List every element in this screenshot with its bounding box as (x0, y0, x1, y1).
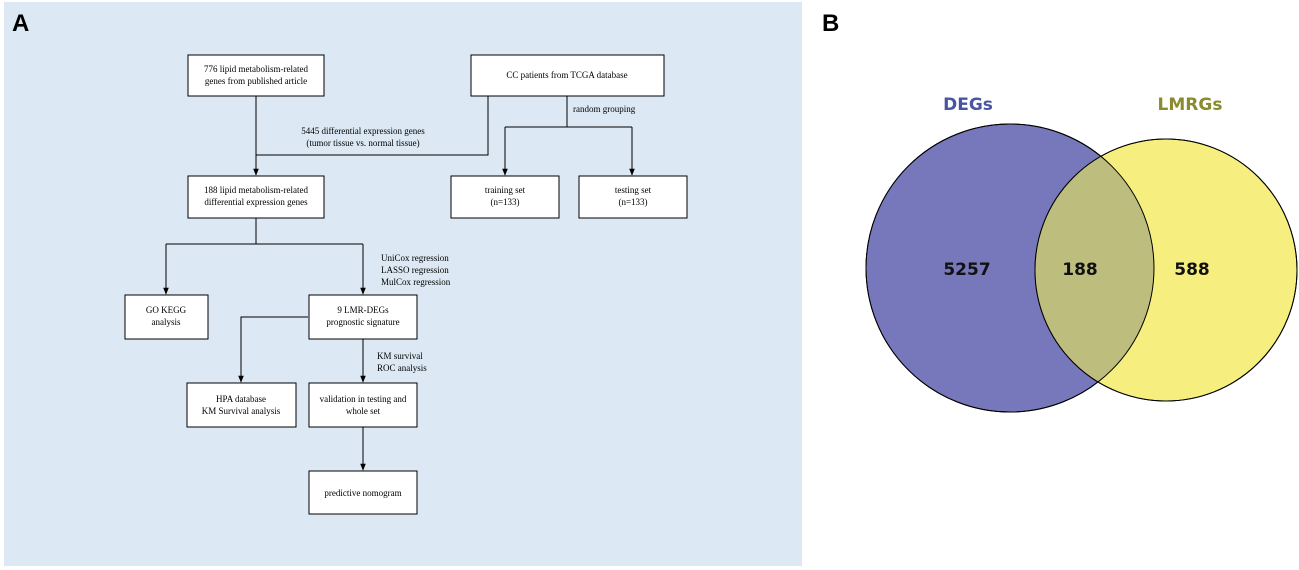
svg-text:predictive nomogram: predictive nomogram (324, 488, 401, 498)
venn-count-lmrgs-only: 588 (1174, 260, 1210, 280)
venn-intersection (1035, 139, 1154, 401)
box-go-kegg: GO KEGG analysis (124, 294, 209, 340)
venn-label-lmrgs: LMRGs (1158, 95, 1223, 115)
svg-text:random grouping: random grouping (573, 104, 636, 114)
svg-text:9 LMR-DEGs: 9 LMR-DEGs (337, 305, 389, 315)
svg-text:5445 differential expression g: 5445 differential expression genes (301, 126, 425, 136)
box-lipid-genes: 776 lipid metabolism-related genes from … (187, 54, 325, 97)
box-hpa-database: HPA database KM Survival analysis (186, 382, 297, 428)
svg-text:differential expression genes: differential expression genes (204, 197, 308, 207)
box-tcga: CC patients from TCGA database (470, 54, 665, 97)
svg-text:HPA database: HPA database (216, 394, 266, 404)
venn-count-intersection: 188 (1062, 260, 1098, 280)
svg-text:(n=133): (n=133) (490, 197, 519, 207)
flowchart-connectors (163, 96, 635, 471)
svg-text:GO KEGG: GO KEGG (146, 305, 187, 315)
venn-diagram: DEGs LMRGs 5257 188 588 (865, 95, 1298, 413)
svg-text:genes from published article: genes from published article (205, 76, 307, 86)
annotation-survival: KM survival ROC analysis (377, 351, 427, 373)
svg-text:UniCox regression: UniCox regression (381, 253, 449, 263)
svg-text:MulCox regression: MulCox regression (381, 277, 451, 287)
svg-text:testing set: testing set (615, 185, 652, 195)
svg-text:analysis: analysis (152, 317, 181, 327)
annotation-regression: UniCox regression LASSO regression MulCo… (381, 253, 451, 287)
svg-text:whole set: whole set (346, 406, 381, 416)
panel-a-label: A (12, 10, 30, 37)
svg-text:LASSO regression: LASSO regression (381, 265, 449, 275)
box-validation: validation in testing and whole set (308, 382, 418, 428)
panel-b-label: B (822, 10, 840, 37)
box-training-set: training set (n=133) (450, 175, 560, 219)
svg-text:KM Survival analysis: KM Survival analysis (202, 406, 281, 416)
svg-text:776 lipid metabolism-related: 776 lipid metabolism-related (204, 64, 308, 74)
svg-text:prognostic signature: prognostic signature (326, 317, 399, 327)
box-prognostic-signature: 9 LMR-DEGs prognostic signature (308, 294, 418, 340)
box-lmr-degs: 188 lipid metabolism-related differentia… (187, 175, 325, 219)
svg-text:CC patients from TCGA database: CC patients from TCGA database (506, 70, 627, 80)
svg-text:(tumor tissue vs. normal tissu: (tumor tissue vs. normal tissue) (306, 138, 419, 148)
annotation-random-grouping: random grouping (573, 104, 636, 114)
svg-text:KM survival: KM survival (377, 351, 423, 361)
venn-label-degs: DEGs (943, 95, 993, 115)
svg-text:validation in testing and: validation in testing and (320, 394, 407, 404)
svg-text:188 lipid metabolism-related: 188 lipid metabolism-related (204, 185, 308, 195)
box-predictive-nomogram: predictive nomogram (308, 470, 418, 515)
box-testing-set: testing set (n=133) (578, 175, 688, 219)
svg-text:(n=133): (n=133) (618, 197, 647, 207)
svg-text:training set: training set (485, 185, 526, 195)
venn-count-degs-only: 5257 (943, 260, 990, 280)
svg-text:ROC analysis: ROC analysis (377, 363, 427, 373)
annotation-deg-note: 5445 differential expression genes (tumo… (301, 126, 425, 148)
